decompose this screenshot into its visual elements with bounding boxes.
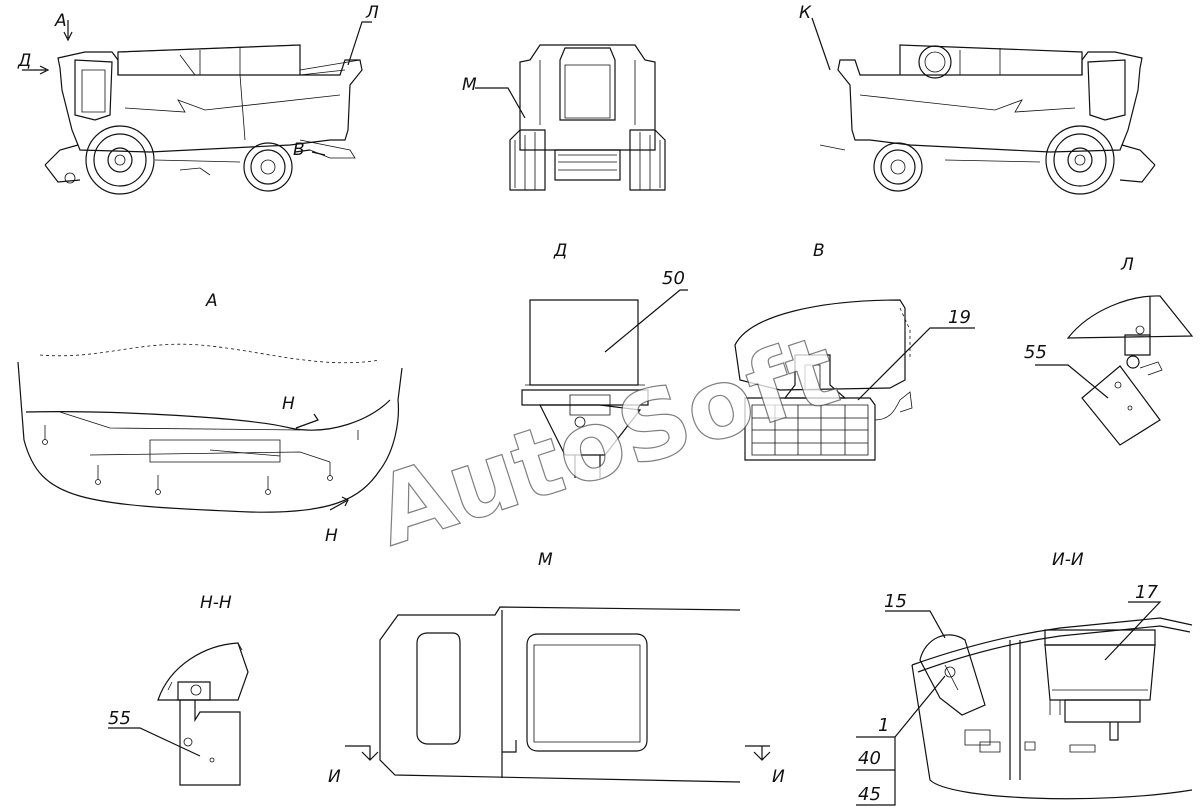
view-a-section-bottom: Н — [325, 526, 338, 546]
arrow-label-l: Л — [365, 3, 379, 23]
label-k: К — [799, 3, 812, 23]
view-a-drawing — [17, 343, 403, 513]
section-ii-title: И-И — [1052, 550, 1084, 570]
arrow-label-v: В — [293, 140, 305, 160]
view-d-title: Д — [553, 241, 567, 261]
view-d-drawing — [521, 289, 688, 478]
arrow-label-a: А — [54, 11, 67, 31]
combine-front-view — [475, 44, 666, 191]
combine-side-view-left — [22, 20, 372, 195]
view-m-section-right: И — [772, 767, 785, 787]
label-m-top: М — [462, 75, 477, 95]
callout-45: 45 — [858, 784, 881, 805]
combine-side-view-right — [811, 17, 1156, 195]
callout-15: 15 — [884, 591, 907, 612]
callout-17: 17 — [1135, 582, 1158, 603]
callout-40: 40 — [858, 748, 881, 769]
callout-1: 1 — [878, 715, 889, 736]
callout-55-l: 55 — [1024, 342, 1047, 363]
watermark: AutoSoft — [363, 314, 851, 568]
callout-55-nn: 55 — [108, 708, 131, 729]
view-l-drawing — [1035, 295, 1194, 446]
view-v-title: В — [813, 241, 825, 261]
section-nn-title: Н-Н — [200, 593, 232, 613]
section-ii-drawing — [856, 601, 1193, 806]
view-m-title: М — [538, 550, 553, 570]
arrow-label-d: Д — [17, 51, 31, 71]
callout-19: 19 — [948, 307, 971, 328]
view-m-section-left: И — [328, 767, 341, 787]
section-nn-drawing — [108, 642, 249, 786]
view-a-section-top: Н — [282, 394, 295, 414]
view-a-title: А — [205, 291, 218, 311]
view-l-title: Л — [1120, 255, 1134, 275]
view-m-drawing — [345, 606, 771, 783]
callout-50: 50 — [662, 268, 685, 289]
view-v-drawing — [734, 299, 975, 461]
